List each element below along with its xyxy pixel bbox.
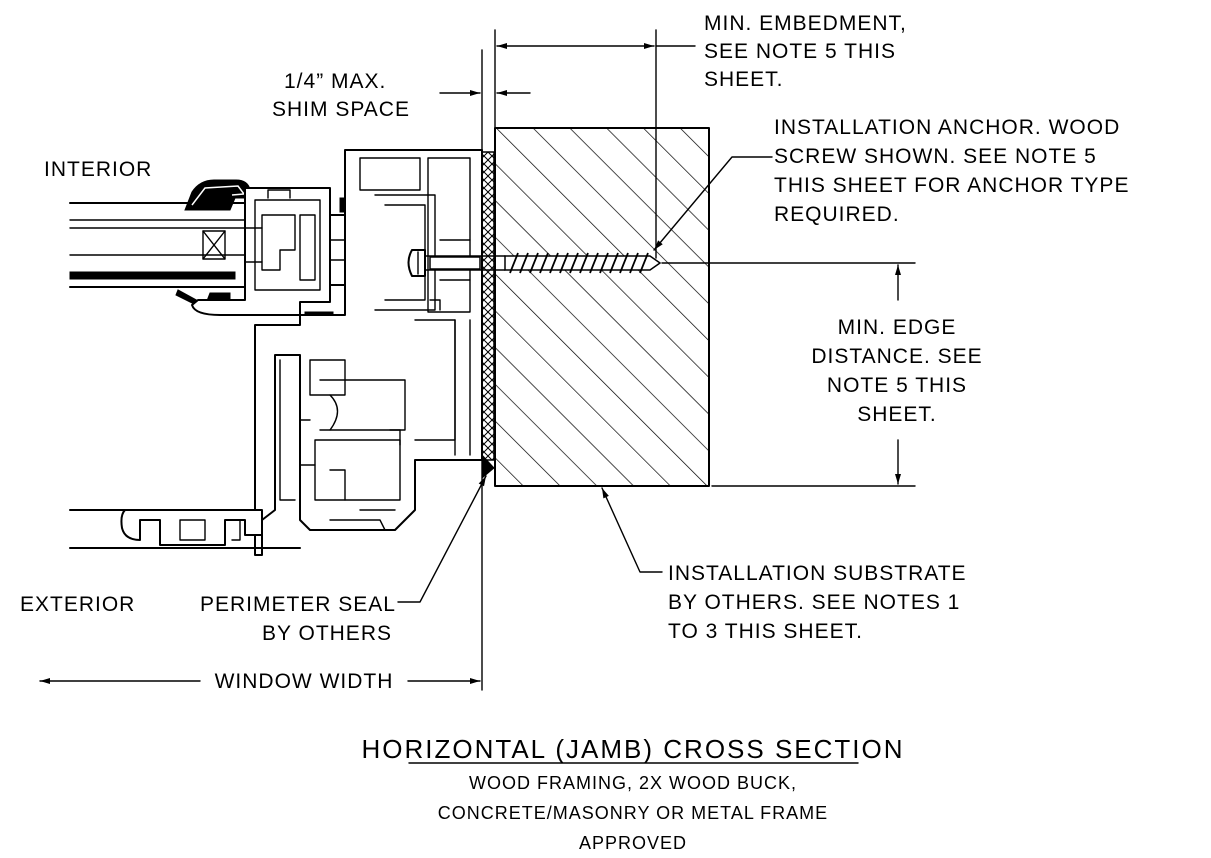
window-frame-profile [69,149,495,556]
edge-label-2: DISTANCE. SEE [811,345,982,368]
title-line-3: APPROVED [579,833,687,853]
anchor-label-1: INSTALLATION ANCHOR. WOOD [774,116,1120,139]
dimension-lines [39,29,916,764]
shim-label-1: 1/4” MAX. [284,70,386,93]
edge-label-1: MIN. EDGE [838,316,957,339]
edge-label-4: SHEET. [857,403,937,426]
wood-substrate [494,127,710,487]
anchor-label-2: SCREW SHOWN. SEE NOTE 5 [774,145,1097,168]
embedment-label-1: MIN. EMBEDMENT, [704,12,907,35]
embedment-label-2: SEE NOTE 5 THIS [704,40,896,63]
exterior-channel [120,509,263,546]
title-line-2: CONCRETE/MASONRY OR METAL FRAME [438,803,828,823]
section-title: HORIZONTAL (JAMB) CROSS SECTION [361,734,904,764]
window-width-label: WINDOW WIDTH [215,670,394,693]
title-line-1: WOOD FRAMING, 2X WOOD BUCK, [469,773,797,793]
anchor-label-4: REQUIRED. [774,203,900,226]
seal-label-2: BY OTHERS [262,622,392,645]
wood-screw [424,252,662,274]
shim-strip [481,151,495,461]
substrate-label-3: TO 3 THIS SHEET. [668,620,863,643]
glass-unit [69,202,246,288]
shim-label-2: SHIM SPACE [272,98,410,121]
anchor-label-3: THIS SHEET FOR ANCHOR TYPE [774,174,1129,197]
exterior-label: EXTERIOR [20,593,135,616]
seal-label-1: PERIMETER SEAL [200,593,396,616]
annotations: INTERIOR EXTERIOR 1/4” MAX. SHIM SPACE M… [20,12,1129,853]
substrate-label-2: BY OTHERS. SEE NOTES 1 [668,591,960,614]
embedment-label-3: SHEET. [704,68,784,91]
substrate-label-1: INSTALLATION SUBSTRATE [668,562,967,585]
interior-label: INTERIOR [44,158,152,181]
edge-label-3: NOTE 5 THIS [827,374,967,397]
screw-head [407,249,426,277]
